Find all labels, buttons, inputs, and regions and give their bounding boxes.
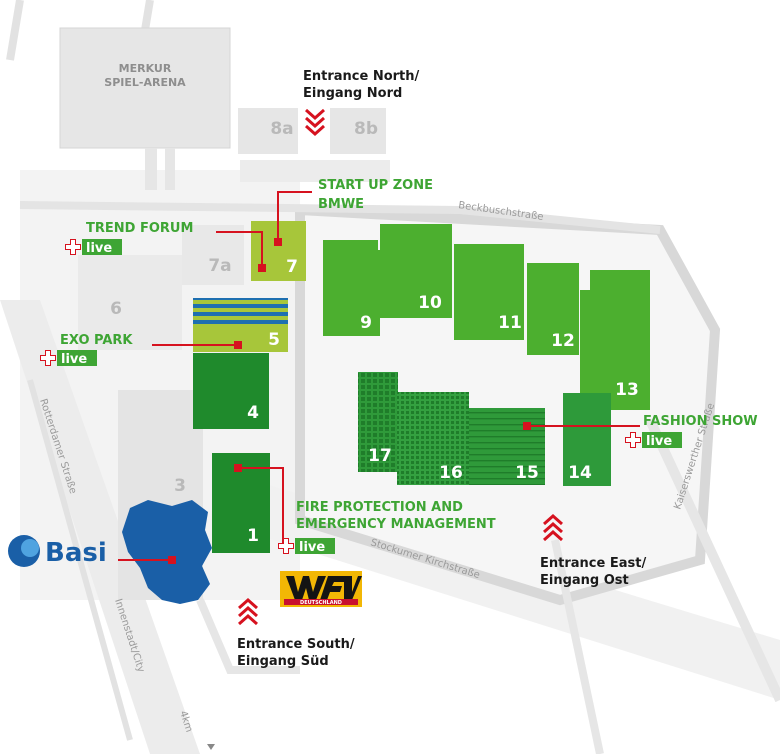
hall-1-label: 1 [247,526,259,546]
hall-10-label: 10 [418,293,442,313]
entrance-north-label-2: Eingang Nord [303,86,402,101]
green-halls: 7 5 4 1 9 10 11 12 13 14 17 16 15 [193,221,650,553]
grey-buildings: MERKUR SPIEL-ARENA 8a 8b 7a 6 3 [59,27,390,600]
live-cross-icon [65,239,81,255]
hall-9-label: 9 [360,313,372,333]
hall-6-label: 6 [110,299,122,319]
trend-forum-label: TREND FORUM [86,221,193,236]
hall-8b [330,108,386,154]
entrance-east-label-2: Eingang Ost [540,573,629,588]
hall-4 [193,353,269,429]
basi-logo-text: Basi [45,538,107,568]
entrance-labels: Entrance North/ Eingang Nord Entrance Ea… [237,69,646,669]
hall-7a-label: 7a [208,256,231,276]
entrance-south-label-1: Entrance South/ [237,637,355,652]
leader-dots [168,238,531,564]
fire-protection-label-1: FIRE PROTECTION AND [296,500,463,515]
live-label: live [86,241,112,256]
hall-15 [469,408,545,485]
hall-12 [527,263,579,355]
hall-13-label: 13 [615,380,639,400]
entrance-south-chevron-icon [238,597,258,626]
hall-10 [380,224,452,318]
entrance-north-label-1: Entrance North/ [303,69,420,84]
hall-3-label: 3 [174,476,186,496]
live-badge-fashion-show: live [625,432,682,449]
hall-11 [454,244,524,340]
city-arrow-icon [207,744,215,750]
leader-lines [118,191,640,561]
exo-park-label: EXO PARK [60,333,133,348]
hall-16 [397,392,469,485]
hall-8a [238,108,298,154]
live-cross-icon [278,538,294,554]
hall-17-label: 17 [368,446,392,466]
live-cross-icon [625,432,641,448]
hall-14-label: 14 [568,463,592,483]
live-badge-exo-park: live [40,350,97,367]
live-label: live [61,352,87,367]
entrance-south-label-2: Eingang Süd [237,654,329,669]
live-label: live [299,540,325,555]
hall-13 [590,270,650,410]
hall-16-label: 16 [439,463,463,483]
live-badge-fire-protection: live [278,538,335,555]
hall-9 [323,240,380,336]
hall-8b-label: 8b [354,119,378,139]
wfv-logo-icon [286,576,326,600]
hall-17 [358,372,398,472]
hall-8a-label: 8a [270,119,293,139]
hall-5-label: 5 [268,330,280,350]
startup-zone-label-1: START UP ZONE [318,178,433,193]
basi-hall-cluster [122,500,212,604]
entrance-east-label-1: Entrance East/ [540,556,646,571]
hall-12-label: 12 [551,331,575,351]
wfv-logo-subtitle: DEUTSCHLAND [300,600,342,606]
fire-protection-label-2: EMERGENCY MANAGEMENT [296,517,496,532]
hall-7a [182,225,244,285]
basi-logo: Basi [8,535,107,568]
live-label: live [646,434,672,449]
live-badge-trend-forum: live [65,239,122,256]
startup-zone-label-2: BMWE [318,197,364,212]
hall-15-label: 15 [515,463,539,483]
live-cross-icon [40,350,56,366]
hall-4-label: 4 [247,403,259,423]
arena-label-1: MERKUR [119,62,172,75]
entrance-markers [238,108,563,626]
hall-14 [563,393,611,486]
entrance-east-chevron-icon [543,513,563,542]
hall-6 [78,255,182,350]
fashion-show-label: FASHION SHOW [643,414,758,429]
entrance-north-chevron-icon [305,108,325,137]
arena-label-2: SPIEL-ARENA [104,76,186,89]
zone-labels: START UP ZONE BMWE TREND FORUM EXO PARK … [60,178,758,532]
hall-11-label: 11 [498,313,522,333]
hall-7-label: 7 [286,257,298,277]
wfv-logo: DEUTSCHLAND [280,571,362,607]
